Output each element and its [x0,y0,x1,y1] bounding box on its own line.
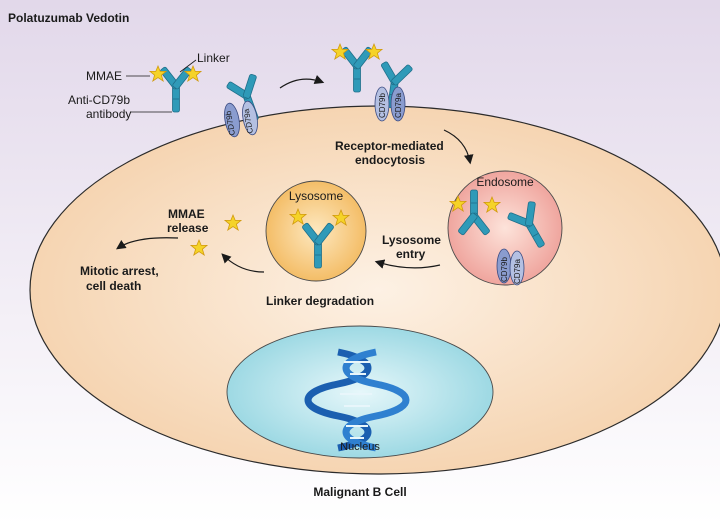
legend-antibody-drug-conjugate [126,59,202,113]
nucleus-label: Nucleus [340,441,380,453]
adc-bound-receptor: CD79b CD79a [331,43,414,122]
release-arrow [116,237,179,250]
mmae-release-label-2: release [167,221,209,235]
legend-antibody-label-1: Anti-CD79b [68,93,130,107]
lysosome-entry-label-2: entry [396,247,426,261]
outcome-label-2: cell death [86,279,141,293]
lysosome-entry-arrow [374,259,441,269]
outcome-label-1: Mitotic arrest, [80,264,159,278]
legend-mmae-label: MMAE [86,69,122,83]
lysosome-label: Lysosome [289,189,344,203]
cd79b-label-1: CD79b [224,110,237,137]
lysosome: Lysosome [265,180,367,282]
endocytosis-label-2: endocytosis [355,153,425,167]
dna-helix [304,348,410,452]
cell-label: Malignant B Cell [313,485,406,499]
binding-arrow [279,75,325,89]
nucleus: Nucleus [226,325,494,459]
mmae-release-label-1: MMAE [168,207,205,221]
degradation-arrow [221,253,265,273]
antibody-binding-cd79: CD79b CD79a [224,71,272,138]
cd79b-label-3: CD79b [500,257,509,282]
linker-degradation-label: Linker degradation [266,294,374,308]
endocytosis-arrow [443,129,474,165]
cd79a-label-3: CD79a [513,259,522,284]
cd79b-label-2: CD79b [378,93,387,118]
lysosome-entry-label-1: Lysosome [382,233,441,247]
cd79a-label-1: CD79a [242,108,255,135]
legend-linker-label: Linker [197,51,230,65]
cd79a-label-2: CD79a [394,93,403,118]
endocytosis-label-1: Receptor-mediated [335,139,444,153]
endosome: Endosome CD79b CD79a [447,170,563,286]
endosome-label: Endosome [476,175,534,189]
legend-antibody-label-2: antibody [86,107,131,121]
diagram-title: Polatuzumab Vedotin [8,11,129,25]
